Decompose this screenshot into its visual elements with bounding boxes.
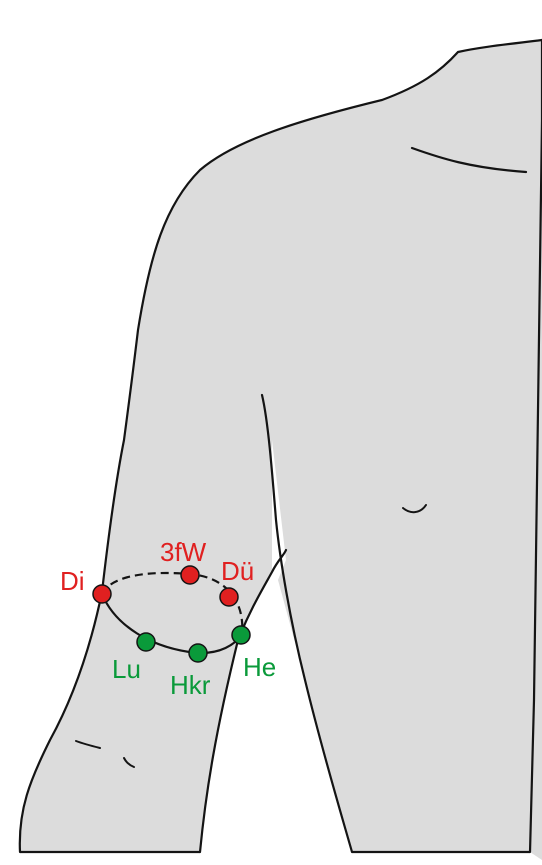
point-lu[interactable] — [137, 633, 155, 651]
label-du: Dü — [221, 556, 254, 586]
label-di: Di — [60, 566, 85, 596]
point-di[interactable] — [93, 585, 111, 603]
label-he: He — [243, 652, 276, 682]
point-hkr[interactable] — [189, 644, 207, 662]
label-3fw: 3fW — [160, 537, 207, 567]
label-lu: Lu — [112, 654, 141, 684]
point-he[interactable] — [232, 626, 250, 644]
point-3fw[interactable] — [181, 566, 199, 584]
point-du[interactable] — [220, 588, 238, 606]
label-hkr: Hkr — [170, 670, 211, 700]
